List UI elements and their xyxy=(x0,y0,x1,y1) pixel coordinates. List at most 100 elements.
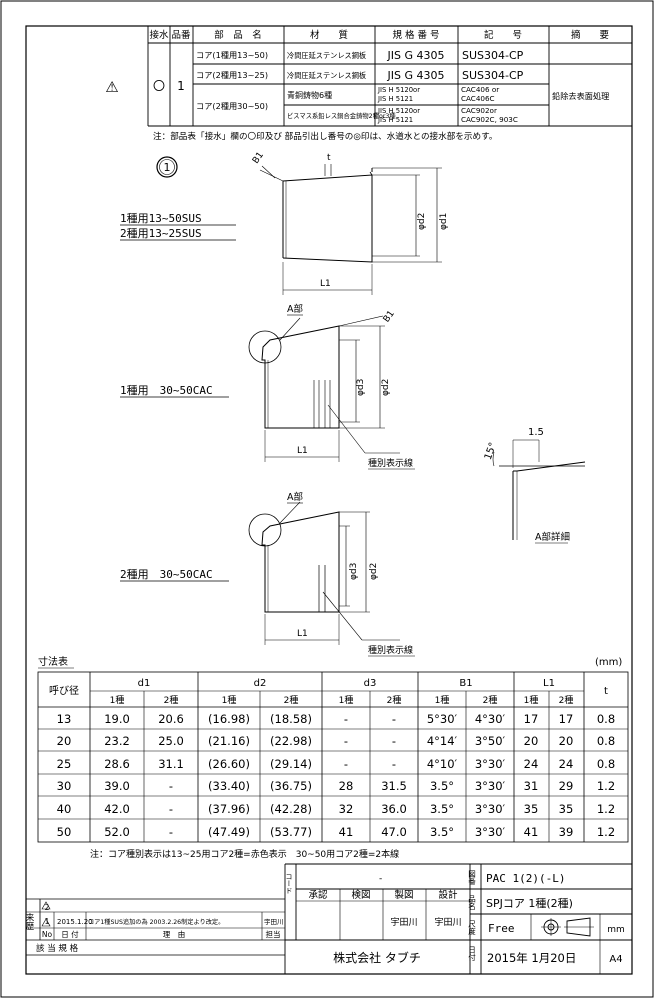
row2-spec: JIS G 4305 xyxy=(387,69,445,82)
dim-cell: 24 xyxy=(524,757,539,771)
dim-cell: (26.60) xyxy=(208,757,250,771)
dim-cell: 25 xyxy=(57,757,72,771)
dim-cell: - xyxy=(392,712,396,726)
hdr-partname: 部 品 名 xyxy=(214,29,262,41)
draw-label: 製図 xyxy=(394,889,413,901)
dim-cell: 24 xyxy=(559,757,574,771)
view2-text: A部 B1 φd3 φd2 L1 種別表示線 1種用 30~50CAC xyxy=(120,303,415,470)
dim-cell: 0.8 xyxy=(597,712,615,726)
rev-h-date: 日 付 xyxy=(61,929,79,939)
dim-cell: 1.2 xyxy=(597,779,615,793)
dim-cell: (47.49) xyxy=(208,825,250,839)
hdr-l1: L1 xyxy=(543,678,555,689)
row1-name: コア(1種用13~50) xyxy=(196,50,268,60)
dim-cell: - xyxy=(169,802,173,816)
row3-material: 青銅鋳物6種 xyxy=(287,90,332,100)
dim-cell: 23.2 xyxy=(104,734,130,748)
drawing-no-label: 図番 xyxy=(467,870,476,887)
hdr-d2: d2 xyxy=(254,678,267,689)
view1-core-sus xyxy=(259,164,442,295)
dim-cell: 4°14′ xyxy=(427,734,458,748)
hdr-t: t xyxy=(604,686,608,697)
dim-cell: 25.0 xyxy=(158,734,184,748)
dim-cell: 3.5° xyxy=(430,802,454,816)
hdr-d3-1: 1種 xyxy=(339,695,354,706)
approve-label: 承認 xyxy=(308,889,328,901)
view3-label: 2種用 30~50CAC xyxy=(120,567,213,581)
dim-d2-v2: φd2 xyxy=(381,379,391,396)
company-name: 株式会社 タブチ xyxy=(333,950,421,965)
row4-material: ビスマス系鉛レス銅合金鋳物2種or3種 xyxy=(287,111,396,120)
dim-cell: 41 xyxy=(339,825,354,839)
dim-cell: - xyxy=(392,757,396,771)
dim-cell: 30 xyxy=(57,779,72,793)
dim-table-grid xyxy=(37,671,629,843)
revision-triangle-icon xyxy=(41,918,51,927)
revision-triangle-icon xyxy=(41,901,51,910)
dim-cell: (36.75) xyxy=(270,779,312,793)
dim-b1-v1: B1 xyxy=(251,150,266,165)
code-dash: - xyxy=(379,874,382,884)
dim-l1-v3: L1 xyxy=(297,629,308,639)
rev-h-no: No xyxy=(42,930,53,939)
row2-material: 冷間圧延ステンレス鋼板 xyxy=(287,71,366,80)
dim-cell: 35 xyxy=(524,802,539,816)
hdr-d2-2: 2種 xyxy=(284,695,299,706)
inspect-label: 検図 xyxy=(351,889,370,901)
revision-grid xyxy=(26,898,285,956)
dim-cell: 28.6 xyxy=(104,757,130,771)
dim-cell: 4°30′ xyxy=(475,712,506,726)
detail-length: 1.5 xyxy=(528,427,544,438)
view2-core-cac1 xyxy=(248,315,400,462)
view1-text: B1 t φd2 φd1 L1 1種用13~50SUS 2種用13~25SUS xyxy=(120,150,449,289)
hdr-spec: 規 格 番 号 xyxy=(392,29,439,41)
hdr-d1-1: 1種 xyxy=(110,695,125,706)
dim-cell: 41 xyxy=(524,825,539,839)
dim-cell: 52.0 xyxy=(104,825,130,839)
dim-cell: (29.14) xyxy=(270,757,312,771)
dim-t-v1: t xyxy=(327,153,331,163)
detail-title: A部詳細 xyxy=(535,531,570,543)
row3-note: 鉛除去表面処理 xyxy=(552,91,609,101)
drawing-no: PAC 1(2)(-L) xyxy=(486,872,565,885)
row4-symbol-a: CAC902or xyxy=(461,106,497,115)
rev-h-person: 担当 xyxy=(266,929,281,939)
water-contact-mark: 〇 xyxy=(153,79,165,93)
row1-material: 冷間圧延ステンレス鋼板 xyxy=(287,51,366,60)
warning-icon: ⚠ xyxy=(105,78,118,96)
dim-cell: 19.0 xyxy=(104,712,130,726)
hdr-nominal: 呼び径 xyxy=(49,684,79,697)
hdr-symbol: 記 号 xyxy=(484,29,522,41)
rev-row2-reason: コア1種SUS追加の為 2003.2.26制定より改定。 xyxy=(88,918,224,926)
row3-symbol-b: CAC406C xyxy=(461,94,495,103)
dim-cell: (18.58) xyxy=(270,712,312,726)
dim-cell: 42.0 xyxy=(104,802,130,816)
dim-cell: (33.40) xyxy=(208,779,250,793)
dim-cell: 20.6 xyxy=(158,712,184,726)
part-number: 1 xyxy=(177,79,185,93)
scale-label: 尺度 xyxy=(467,920,476,937)
row4-spec-b: JIS H 5121 xyxy=(377,116,413,124)
row3-symbol-a: CAC406 or xyxy=(461,85,499,94)
rev-row2-person: 宇田川 xyxy=(264,917,284,926)
hdr-l1-2: 2種 xyxy=(559,695,574,706)
dim-l1-v2: L1 xyxy=(297,446,308,456)
dim-cell: 50 xyxy=(57,825,72,839)
dim-cell: - xyxy=(344,712,348,726)
dim-d3-v3: φd3 xyxy=(349,563,359,580)
dim-d1-v1: φd1 xyxy=(439,213,449,230)
unit-value: mm xyxy=(607,925,625,935)
detail-a xyxy=(492,439,586,540)
dim-cell: - xyxy=(169,825,173,839)
dim-cell: 31.5 xyxy=(381,779,407,793)
dim-cell: 17 xyxy=(559,712,574,726)
view1-label-a: 1種用13~50SUS xyxy=(120,211,202,225)
parts-footnote: 注：部品表「接水」欄の〇印及び 部品引出し番号の◎印は、水道水との接水部を示めす… xyxy=(153,130,497,142)
type-line-v2: 種別表示線 xyxy=(368,457,413,469)
dim-l1-v1: L1 xyxy=(320,279,331,289)
dim-cell: - xyxy=(169,779,173,793)
dim-cell: 40 xyxy=(57,802,72,816)
drafter-1: 宇田川 xyxy=(390,916,417,928)
